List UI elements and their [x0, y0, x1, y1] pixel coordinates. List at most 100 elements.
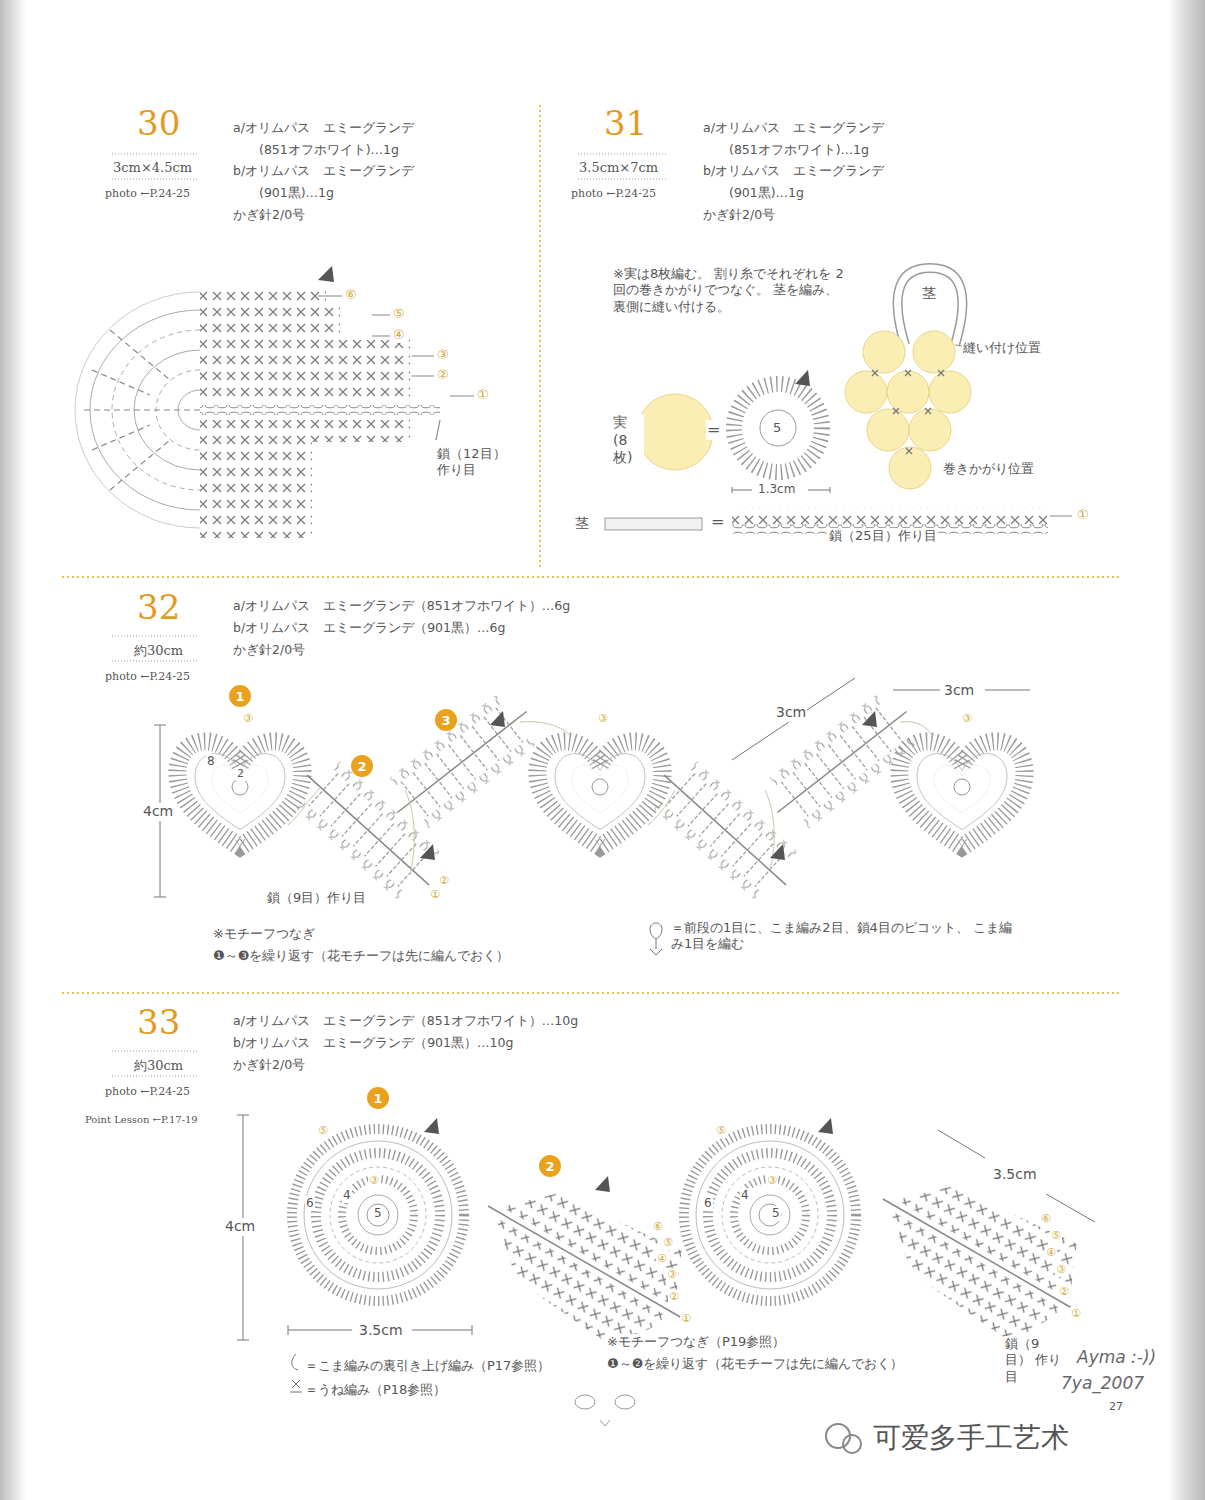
symbol-note: ＝前段の1目に、こま編み2目、鎖4目のピコット、 こま編み1目を編む [670, 920, 1022, 953]
row-number: ① [1070, 1307, 1082, 1321]
section-number: 33 [136, 1005, 181, 1039]
position-label: 巻きかがり位置 [942, 461, 1035, 477]
note-text: ❶～❷を繰り返す（花モチーフは先に編んでおく） [606, 1356, 904, 1372]
section-number: 30 [136, 106, 181, 140]
dimension-text: 3.5cm [992, 1166, 1038, 1184]
equals-sign: = [710, 512, 725, 532]
material-text: b/オリムパス エミーグランデ（901黒）…10g [232, 1035, 514, 1051]
page-number: 27 [1108, 1400, 1124, 1414]
dimension-text: 4cm [224, 1218, 256, 1236]
row-number: ① [680, 1312, 692, 1326]
round-number: 5 [373, 1206, 383, 1221]
photo-ref: photo ←P.24-25 [104, 187, 191, 201]
material-text: b/オリムパス エミーグランデ（901黒）…6g [232, 620, 506, 636]
row-number: ⑥ [1040, 1212, 1052, 1226]
dimension-text: 3.5cm [358, 1322, 404, 1340]
symbol-note: ＝こま編みの裏引き上げ編み（P17参照） [304, 1358, 551, 1374]
chain-note: 鎖（25目）作り目 [828, 528, 938, 544]
dimension-text: 3cm [943, 682, 975, 700]
row-number: ③ [766, 1174, 778, 1188]
hook-text: かぎ針2/0号 [232, 642, 306, 658]
material-text: a/オリムパス エミーグランデ [232, 120, 415, 136]
size-text: 3cm×4.5cm [112, 160, 193, 176]
motif-order-badge: 1 [367, 1087, 389, 1109]
section-number: 32 [136, 590, 181, 624]
row-number: ② [1058, 1285, 1070, 1299]
dimension-text: 3cm [775, 704, 807, 722]
row-number: ③ [1055, 1263, 1067, 1277]
round-number: 8 [206, 754, 216, 769]
row-number: ④ [656, 1252, 668, 1266]
chain-note: 鎖（9目） 作り目 [1004, 1336, 1064, 1385]
motif-order-badge: 2 [539, 1155, 561, 1177]
badge-number: 2 [357, 760, 366, 773]
badge-number: 3 [441, 714, 450, 727]
hook-text: かぎ針2/0号 [702, 207, 776, 223]
photo-ref: photo ←P.24-25 [104, 1085, 191, 1099]
material-text: a/オリムパス エミーグランデ [702, 120, 885, 136]
material-text: (851オフホワイト)…1g [728, 142, 870, 158]
part-label: 茎 [574, 515, 590, 533]
row-number: ④ [392, 327, 406, 343]
chain-note: 鎖（12目） 作り目 [436, 446, 516, 479]
material-text: (901黒)…1g [728, 185, 805, 201]
material-text: (901黒)…1g [258, 185, 335, 201]
dimension-text: 1.3cm [757, 482, 796, 497]
photo-ref: photo ←P.24-25 [104, 670, 191, 684]
row-number: ① [429, 888, 441, 902]
row-number: ⑤ [317, 1124, 329, 1138]
row-number: ⑤ [392, 306, 406, 322]
round-number: 5 [772, 420, 782, 436]
row-number: ③ [242, 712, 254, 726]
watermark: 可爱多手工艺术 [872, 1420, 1070, 1455]
size-text: 約30cm [133, 643, 184, 659]
motif-order-badge: 3 [435, 709, 457, 731]
lesson-ref: Point Lesson ←P.17-19 [84, 1114, 199, 1127]
row-number: ⑤ [715, 1124, 727, 1138]
row-number: ① [1076, 507, 1090, 523]
row-number: ② [436, 367, 450, 383]
material-text: a/オリムパス エミーグランデ（851オフホワイト）…6g [232, 598, 571, 614]
row-number: ② [668, 1290, 680, 1304]
symbol-note: ＝うね編み（P18参照） [304, 1382, 447, 1398]
watermark: 7ya_2007 [1060, 1373, 1145, 1394]
material-text: b/オリムパス エミーグランデ [232, 163, 415, 179]
round-number: 2 [236, 767, 245, 781]
round-number: 6 [703, 1196, 713, 1211]
section-number: 31 [603, 106, 648, 140]
motif-order-badge: 2 [351, 755, 373, 777]
row-number: ② [438, 874, 450, 888]
material-text: a/オリムパス エミーグランデ（851オフホワイト）…10g [232, 1013, 579, 1029]
badge-number: 2 [545, 1160, 554, 1173]
note-text: ❶～❸を繰り返す（花モチーフは先に編んでおく） [212, 948, 510, 964]
note-text: ※実は8枚編む。 割り糸でそれぞれを 2回の巻きかがりでつなぐ。 茎を編み、裏側… [612, 266, 846, 315]
note-text: ※モチーフつなぎ [212, 926, 316, 942]
hook-text: かぎ針2/0号 [232, 207, 306, 223]
watermark: Ayma :-)) [1076, 1347, 1157, 1368]
row-number: ④ [1045, 1246, 1057, 1260]
size-text: 3.5cm×7cm [578, 160, 659, 176]
round-number: 4 [342, 1188, 352, 1203]
row-number: ③ [597, 712, 609, 726]
row-number: ⑥ [344, 287, 358, 303]
part-label: 茎 [921, 285, 937, 303]
hook-text: かぎ針2/0号 [232, 1057, 306, 1073]
row-number: ③ [368, 1174, 380, 1188]
round-number: 5 [771, 1206, 781, 1221]
dimension-text: 4cm [142, 803, 174, 821]
material-text: (851オフホワイト)…1g [258, 142, 400, 158]
size-text: 約30cm [133, 1058, 184, 1074]
round-number: 6 [305, 1196, 315, 1211]
equals-sign: = [706, 420, 721, 440]
motif-order-badge: 1 [229, 685, 251, 707]
row-number: ⑤ [662, 1236, 674, 1250]
position-label: 縫い付け位置 [962, 340, 1042, 356]
badge-number: 1 [235, 690, 244, 703]
row-number: ⑤ [1050, 1229, 1062, 1243]
row-number: ⑥ [652, 1220, 664, 1234]
part-label: 実 (8枚) [612, 414, 644, 467]
row-number: ① [476, 387, 490, 403]
note-text: ※モチーフつなぎ（P19参照） [606, 1334, 786, 1350]
